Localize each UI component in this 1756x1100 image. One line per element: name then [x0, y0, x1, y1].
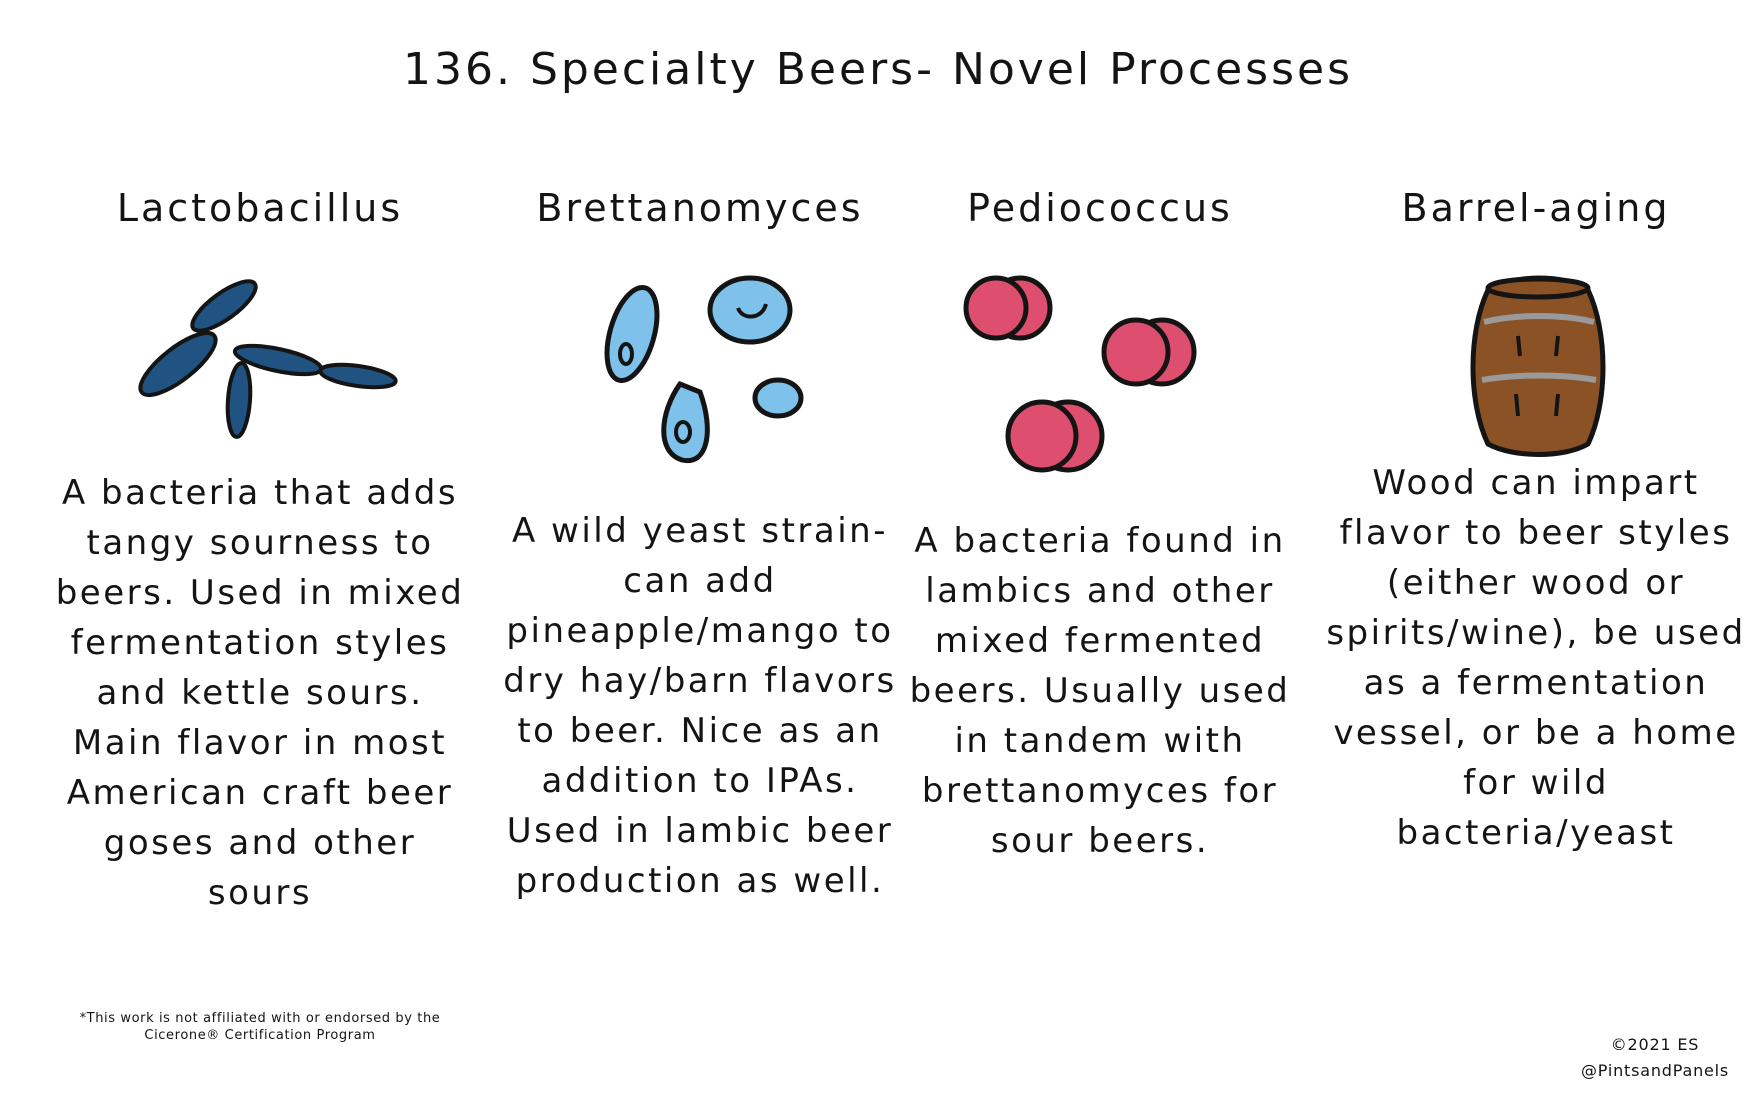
page-title: 136. Specialty Beers- Novel Processes [402, 44, 1354, 95]
column-pediococcus: Pediococcus A bacteria found in lambics … [880, 0, 1320, 1100]
description-barrel-aging: Wood can impart flavor to beer styles (e… [1326, 463, 1746, 853]
yeast-cells-icon [604, 275, 804, 464]
rod-bacteria-icon [138, 279, 398, 439]
credit-signature: ©2021 ES @PintsandPanels [1560, 1032, 1750, 1084]
heading-barrel-aging: Barrel-aging [1401, 186, 1671, 230]
heading-brettanomyces: Brettanomyces [536, 186, 864, 230]
description-pediococcus: A bacteria found in lambics and other mi… [909, 521, 1291, 861]
heading-pediococcus: Pediococcus [967, 186, 1233, 230]
heading-lactobacillus: Lactobacillus [116, 186, 404, 230]
column-brettanomyces: Brettanomyces A wild yeast strain- can a… [480, 0, 920, 1100]
copyright-text: ©2021 ES [1610, 1035, 1700, 1054]
coccus-bacteria-icon [963, 275, 1197, 473]
barrel-icon [1470, 275, 1606, 457]
column-lactobacillus: Lactobacillus A bacteria that adds tangy… [40, 0, 480, 1100]
description-lactobacillus: A bacteria that adds tangy sourness to b… [55, 473, 465, 913]
author-handle: @PintsandPanels [1580, 1061, 1730, 1080]
column-barrel-aging: Barrel-aging Wood can impart flavor to b… [1316, 0, 1756, 1100]
disclaimer-note: *This work is not affiliated with or end… [79, 1011, 441, 1043]
description-brettanomyces: A wild yeast strain- can add pineapple/m… [503, 511, 897, 901]
